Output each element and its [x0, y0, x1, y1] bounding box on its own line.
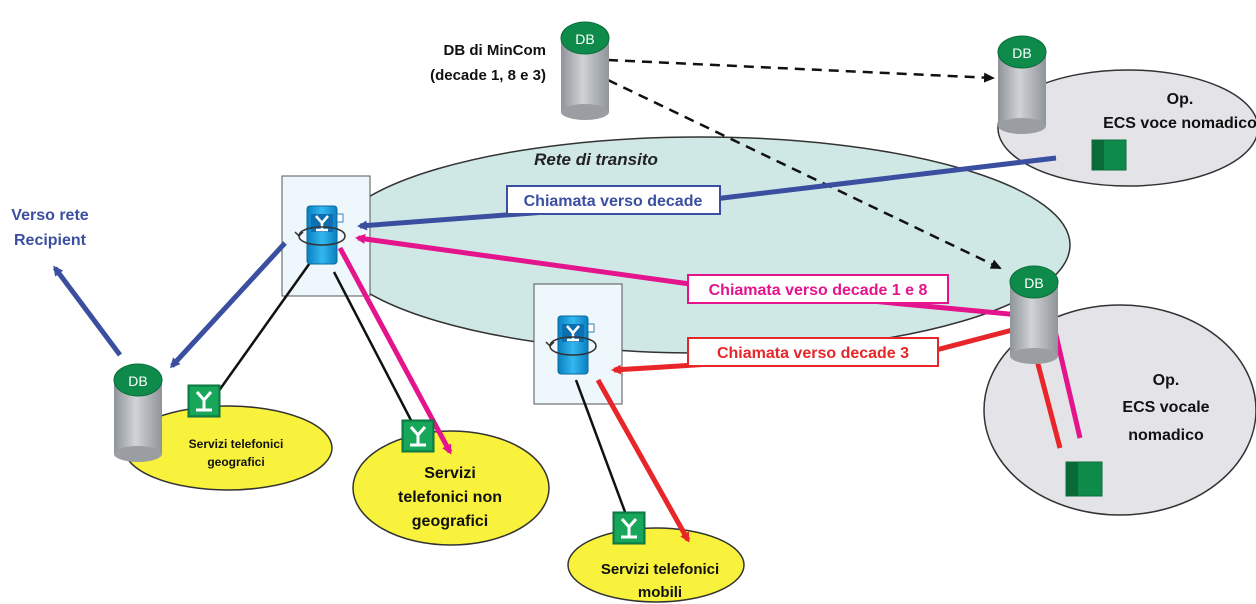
db-label: DB: [1012, 45, 1031, 61]
nongeo-services-label-line3: geografici: [412, 513, 488, 530]
call-decade-3-label: Chiamata verso decade 3: [717, 345, 909, 362]
blue-call-to-geo-db: [169, 241, 287, 369]
op-voice-label-line2: ECS voce nomadico: [1103, 115, 1256, 132]
op-vocal-label-line3: nomadico: [1128, 427, 1204, 444]
call-decade-box: [506, 185, 721, 215]
link-left-switch-nongeo: [332, 271, 416, 427]
op-voice-ellipse: [997, 69, 1256, 187]
db-label: DB: [575, 31, 594, 47]
mobile-services-ellipse: [567, 527, 745, 603]
query-line-op-voice: [607, 58, 995, 83]
nongeo-services-label-line1: Servizi: [424, 465, 476, 482]
call-decade-label: Chiamata verso decade: [524, 193, 703, 210]
db-label: DB: [128, 373, 147, 389]
link-center-switch-mobile: [574, 379, 630, 521]
mobile-services-label-line1: Servizi telefonici: [601, 561, 719, 578]
query-line-op-vocal: [607, 78, 1002, 270]
nongeo-exchange-icon: [400, 418, 436, 454]
call-decade-3-box: [687, 337, 939, 367]
db-mincom-label-line1: DB di MinCom: [444, 42, 547, 59]
recipient-label-line1: Verso rete: [11, 207, 88, 224]
link-left-switch-geo: [216, 259, 314, 393]
call-decade-1-8-label: Chiamata verso decade 1 e 8: [709, 282, 928, 299]
db-op-vocal: DB: [1009, 265, 1059, 365]
transit-network-label: Rete di transito: [534, 150, 658, 169]
db-op-voice: DB: [997, 35, 1047, 135]
magenta-call-to-nongeo: [337, 246, 453, 455]
call-decade-1-8-box: [687, 274, 949, 304]
mobile-services-label-line2: mobili: [638, 584, 682, 601]
db-geo: DB: [113, 363, 163, 463]
nongeo-services-label-line2: telefonici non: [398, 489, 502, 506]
geo-services-label-line2: geografici: [207, 455, 264, 469]
nongeo-services-ellipse: [352, 430, 550, 546]
blue-call-to-recipient: [52, 265, 123, 357]
op-vocal-label-line2: ECS vocale: [1122, 399, 1209, 416]
geo-exchange-icon: [186, 383, 222, 419]
op-vocal-label-line1: Op.: [1153, 372, 1180, 389]
geo-services-label-line1: Servizi telefonici: [189, 437, 284, 451]
db-label: DB: [1024, 275, 1043, 291]
op-voice-terminal-icon: [1091, 139, 1127, 171]
op-voice-label-line1: Op.: [1167, 91, 1194, 108]
red-call-to-mobile: [595, 378, 691, 543]
op-vocal-terminal-icon: [1065, 461, 1103, 497]
mobile-exchange-icon: [611, 510, 647, 546]
recipient-label-line2: Recipient: [14, 232, 87, 249]
db-mincom: DB: [560, 21, 610, 121]
db-mincom-label-line2: (decade 1, 8 e 3): [430, 67, 546, 84]
